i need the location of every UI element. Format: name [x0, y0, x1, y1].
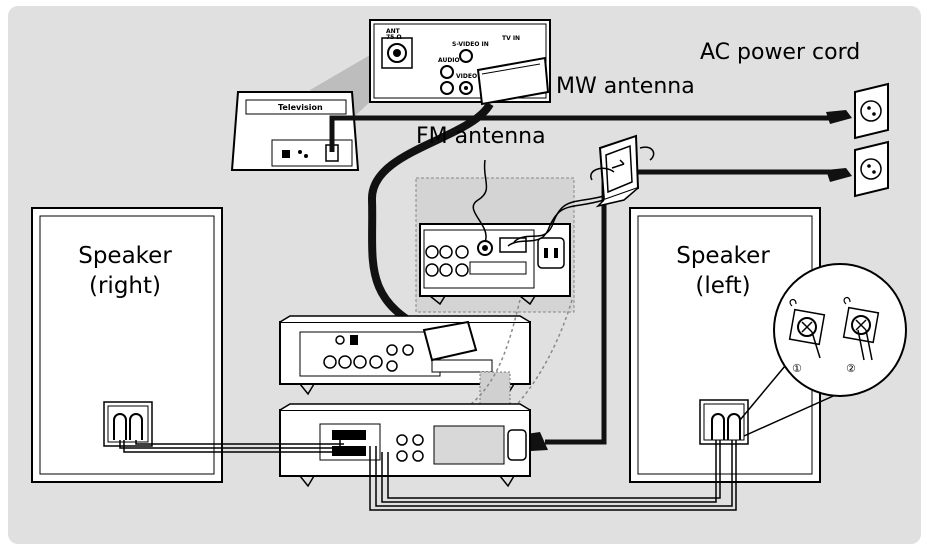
speaker-right-side: (right)	[89, 273, 161, 299]
mw-antenna-label: MW antenna	[556, 74, 695, 99]
speaker-terminal-detail: ① ②	[739, 263, 907, 437]
speaker-wire-left	[369, 440, 737, 511]
speaker-right-label: Speaker (right)	[40, 241, 210, 301]
speaker-left-label: Speaker (left)	[638, 241, 808, 301]
speaker-right-title: Speaker	[78, 243, 172, 269]
scart-cable	[367, 101, 494, 336]
wall-socket-lower	[826, 140, 889, 198]
television-label: Television	[278, 103, 323, 112]
speaker-right	[31, 207, 223, 483]
mw-loop-antenna	[590, 134, 655, 208]
ant-sub-label: 75 Ω	[386, 34, 402, 41]
video-in-label: VIDEO IN	[456, 73, 486, 80]
tv-rear-panel-closeup: ANT 75 Ω AUDIO IN S-VIDEO IN VIDEO IN TV…	[369, 19, 551, 106]
speaker-left-side: (left)	[695, 273, 751, 299]
audio-in-label: AUDIO IN	[438, 57, 469, 64]
ant-label: ANT	[386, 28, 401, 35]
svideo-in-label: S-VIDEO IN	[452, 41, 489, 48]
ac-power-cord-label: AC power cord	[700, 40, 861, 65]
upper-unit	[279, 315, 531, 396]
fm-antenna-wire	[472, 159, 488, 243]
scart-plug-tv	[476, 56, 550, 106]
tv-in-label: TV IN	[502, 35, 520, 42]
mw-antenna-wire	[507, 199, 605, 247]
wall-socket-upper	[826, 82, 889, 140]
lower-unit	[279, 403, 531, 488]
step-2-marker: ②	[846, 362, 856, 375]
tv-power-cable	[329, 115, 830, 152]
step-1-marker: ①	[792, 362, 802, 375]
speaker-wire-right	[119, 434, 360, 453]
fm-antenna-label: FM antenna	[416, 124, 546, 149]
speaker-left-title: Speaker	[676, 243, 770, 269]
television: Television	[230, 91, 360, 171]
amplifier-rear-zoom	[415, 177, 575, 313]
